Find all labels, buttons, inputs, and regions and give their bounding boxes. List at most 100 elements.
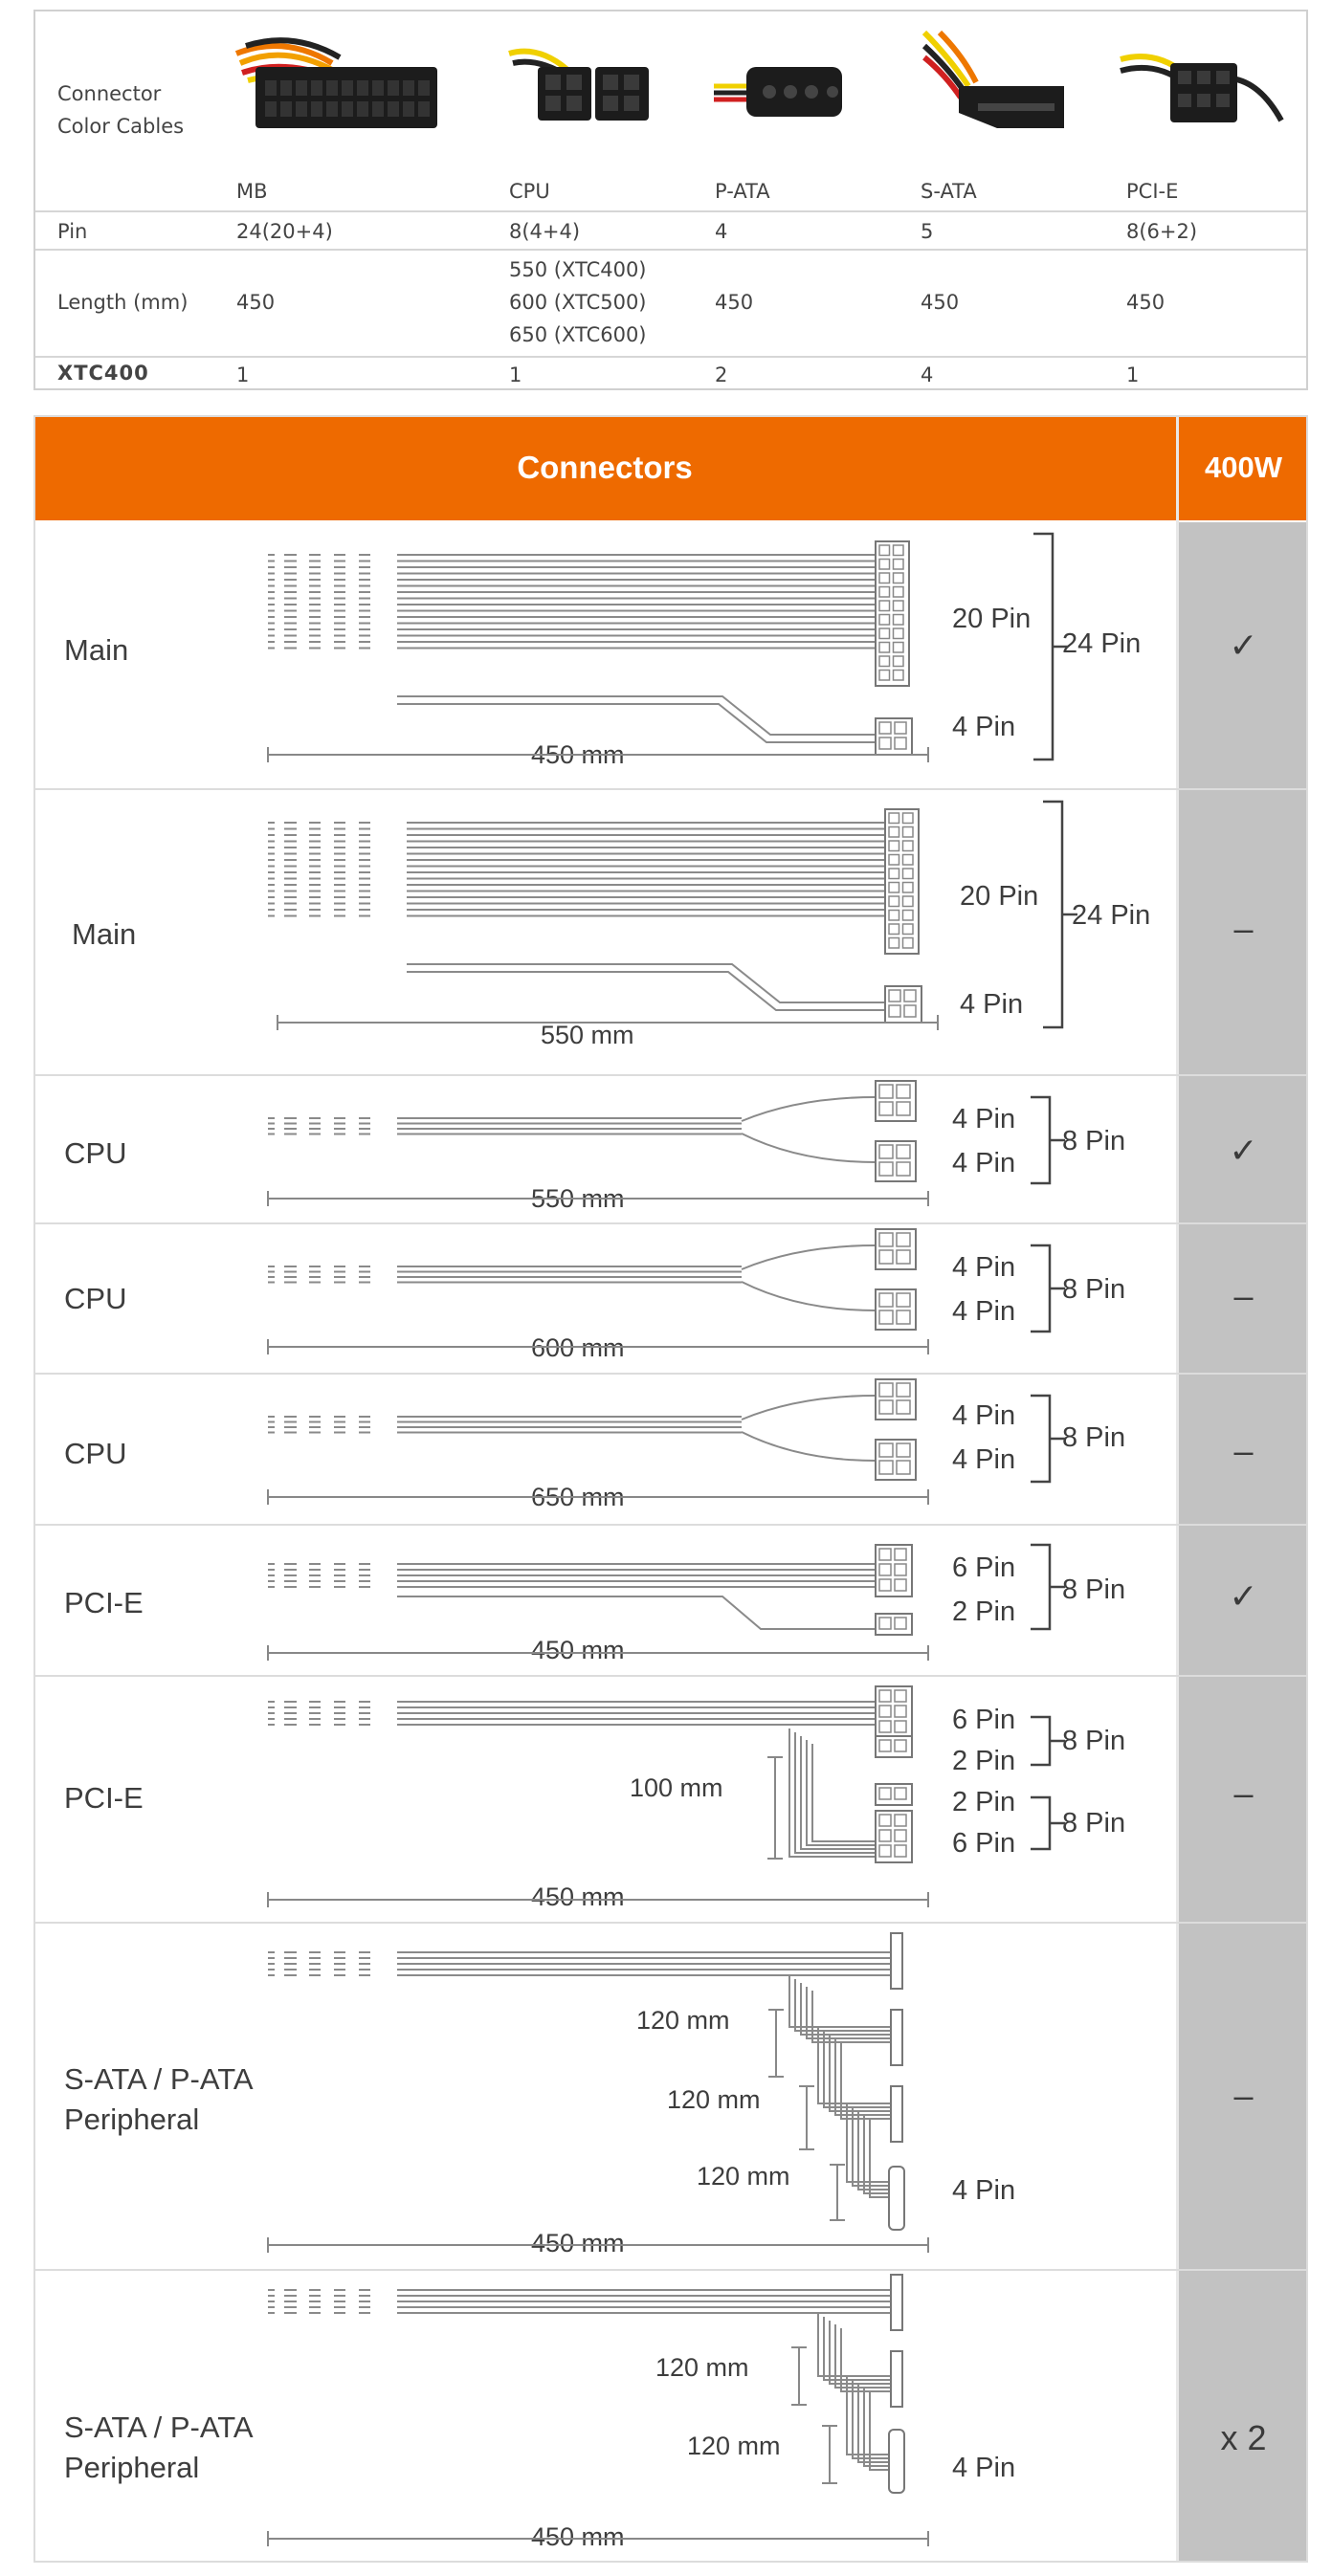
connector-block: [875, 1544, 913, 1597]
connector-pin: [894, 1548, 907, 1561]
row-label-main-450: Main: [64, 633, 129, 667]
frayed-wire-ends: [268, 2289, 370, 2314]
length-label: 450 mm: [531, 1882, 625, 1911]
row-label-sata-1-line1: S-ATA / P-ATA: [64, 2062, 254, 2096]
row-divider: [35, 210, 1306, 212]
connector-pin: [878, 558, 891, 570]
row-divider: [35, 249, 1306, 251]
group-label-24: 24 Pin: [1072, 900, 1150, 931]
connector-block: [875, 1810, 913, 1863]
wire: [794, 1979, 895, 2032]
pin-group-bracket: [1043, 800, 1064, 1029]
group-label-8: 8 Pin: [1062, 1422, 1125, 1453]
branch-label-2: 120 mm: [667, 2085, 761, 2114]
connector-pin: [878, 1739, 892, 1752]
group-label-8: 8 Pin: [1062, 1574, 1125, 1605]
connector-pin: [878, 737, 892, 750]
column-header-pata: P-ATA: [715, 180, 770, 203]
row-label-pcie-dual: PCI-E: [64, 1781, 144, 1815]
connector-pin: [892, 641, 904, 653]
wire-bundle: [407, 822, 885, 917]
branch-label-1: 120 mm: [636, 2006, 730, 2035]
row-label-length: Length (mm): [57, 291, 189, 314]
connector-pin: [878, 1844, 892, 1858]
connector-block: [875, 1080, 917, 1122]
wire: [869, 2391, 895, 2471]
pin-label-6b: 6 Pin: [952, 1828, 1015, 1859]
connector-pin: [878, 1689, 892, 1703]
row-label-pcie-single: PCI-E: [64, 1586, 144, 1619]
pin-label-4b: 4 Pin: [952, 1148, 1015, 1178]
pin-label-4a: 4 Pin: [952, 1400, 1015, 1431]
column-header-sata: S-ATA: [921, 180, 977, 203]
connector-pin: [894, 1829, 907, 1842]
connector-pin: [894, 1617, 907, 1630]
connector-pin: [901, 895, 914, 908]
sata-plug: [890, 1932, 903, 1990]
connector-pin: [892, 544, 904, 557]
connector-housing: [875, 1080, 917, 1122]
length-cpu-xtc600: 650 (XTC600): [509, 323, 647, 346]
wire-bundle: [397, 1117, 742, 1135]
group-label-8b: 8 Pin: [1062, 1808, 1125, 1838]
row-divider: [33, 788, 1308, 790]
connector-pin: [901, 853, 914, 866]
pin-label-2a: 2 Pin: [952, 1746, 1015, 1776]
connector-pin: [903, 1004, 917, 1018]
connector-pin: [888, 923, 900, 936]
row-label-cpu-650: CPU: [64, 1437, 127, 1470]
connector-pin: [894, 1689, 907, 1703]
frayed-wire-ends: [268, 1266, 370, 1284]
pcie-connector-image: [1120, 54, 1284, 122]
column-header-cpu: CPU: [509, 180, 550, 203]
wire: [834, 2038, 895, 2116]
connector-pin: [878, 1101, 894, 1116]
pin-pata: 4: [715, 220, 728, 243]
wire: [407, 963, 885, 1003]
pin-mb: 24(20+4): [236, 220, 333, 243]
connectors-header: Connectors: [33, 415, 1176, 520]
wire: [829, 2321, 895, 2385]
connector-pin: [892, 655, 904, 668]
diagram-sata-1: 450 mm 120 mm 120 mm 120 mm 4 Pin: [267, 1932, 1015, 2257]
branch-wires: [788, 1975, 895, 2198]
row-label-pin: Pin: [57, 220, 88, 243]
connector-pin: [888, 989, 901, 1002]
connector-pin: [894, 1563, 907, 1576]
column-header-mb: MB: [236, 180, 268, 203]
wire: [397, 1596, 876, 1630]
connector-pin: [878, 544, 891, 557]
wire: [741, 1133, 877, 1163]
connector-pin: [878, 1705, 892, 1718]
connector-pin: [888, 868, 900, 880]
wire: [806, 1987, 895, 2039]
pin-label-4b: 4 Pin: [952, 1296, 1015, 1327]
frayed-wire-ends: [268, 1701, 370, 1726]
branch-label-3: 120 mm: [697, 2162, 790, 2191]
pin-label-2b: 2 Pin: [952, 1787, 1015, 1817]
wire: [857, 2384, 895, 2463]
connector-block: [875, 1140, 917, 1182]
connector-pin: [878, 1548, 892, 1561]
connector-block: [875, 1735, 913, 1758]
frayed-wire-ends: [268, 1117, 370, 1135]
wire: [817, 2313, 895, 2377]
group-label-24: 24 Pin: [1062, 628, 1141, 659]
wire: [806, 1740, 876, 1846]
connector-pin: [878, 1292, 894, 1308]
connector-pin: [888, 853, 900, 866]
diagram-cpu-550: 550 mm 4 Pin 4 Pin 8 Pin: [267, 1080, 1125, 1213]
connector-pin: [892, 669, 904, 681]
connector-pin: [894, 1844, 907, 1858]
length-cpu-xtc400: 550 (XTC400): [509, 258, 647, 281]
pin-label-20: 20 Pin: [952, 604, 1031, 634]
row-divider: [33, 1074, 1308, 1076]
connector-pin: [888, 826, 900, 838]
diagram-sata-2: 450 mm 120 mm 120 mm 4 Pin: [267, 2274, 1015, 2551]
diagram-pcie-single: 450 mm 6 Pin 2 Pin 8 Pin: [267, 1543, 1125, 1664]
pin-label-4b: 4 Pin: [952, 1444, 1015, 1475]
connector-pin: [878, 1617, 892, 1630]
wire: [852, 2380, 895, 2459]
connector-pin: [888, 840, 900, 852]
wire: [811, 1744, 876, 1842]
